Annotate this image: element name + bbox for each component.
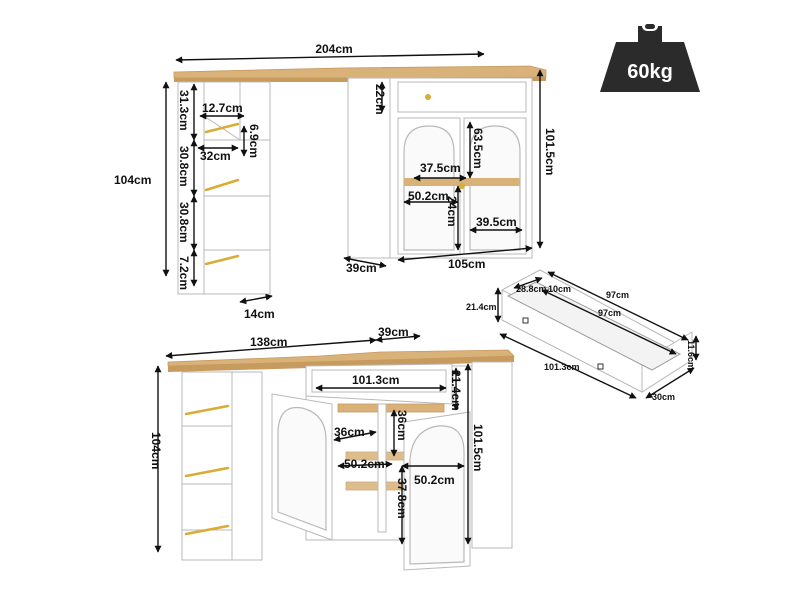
label-rack-width: 12.7cm bbox=[202, 101, 243, 115]
label-open-drawer-height: 21.4cm bbox=[449, 370, 463, 411]
label-open-inner-width-left: 50.2cm bbox=[344, 457, 385, 471]
label-drawer-inner-a: 28.8cm bbox=[516, 284, 547, 294]
label-rack-height: 6.9cm bbox=[247, 124, 261, 158]
label-cabinet-height: 101.5cm bbox=[543, 128, 557, 175]
label-total-width: 204cm bbox=[315, 42, 352, 56]
label-cabinet-depth: 39cm bbox=[346, 261, 377, 275]
label-cabinet-width: 105cm bbox=[448, 257, 485, 271]
label-drawer-side: 11.6cm bbox=[686, 340, 696, 370]
label-open-depth: 39cm bbox=[378, 325, 409, 339]
top-dimension-lines bbox=[162, 50, 544, 305]
label-open-height-left: 104cm bbox=[149, 432, 163, 469]
label-shelf-3: 30.8cm bbox=[177, 202, 191, 243]
label-drawer-height: 21.4cm bbox=[466, 302, 497, 312]
label-open-inner-width-right: 50.2cm bbox=[414, 473, 455, 487]
drawer-dimension-lines bbox=[494, 271, 700, 399]
label-inner-width-c: 39.5cm bbox=[476, 215, 517, 229]
dimension-labels: 204cm 104cm 22cm 101.5cm 31.3cm 30.8cm 3… bbox=[114, 42, 696, 519]
label-open-shelf-depth: 36cm bbox=[334, 425, 365, 439]
label-inner-width-a: 37.5cm bbox=[420, 161, 461, 175]
label-open-drawer-width: 101.3cm bbox=[352, 373, 399, 387]
label-drawer-height: 22cm bbox=[373, 84, 387, 115]
label-arch-height: 63.5cm bbox=[471, 128, 485, 169]
label-drawer-depth: 30cm bbox=[652, 392, 675, 402]
label-drawer-front-length: 101.3cm bbox=[544, 362, 580, 372]
label-side-depth: 14cm bbox=[244, 307, 275, 321]
label-open-lower-height: 37.8cm bbox=[395, 478, 409, 519]
bottom-view-desk bbox=[167, 349, 515, 571]
label-drawer-inner-b: 10cm bbox=[548, 284, 571, 294]
label-shelf-1: 31.3cm bbox=[177, 90, 191, 131]
label-drawer-outer-length: 97cm bbox=[606, 290, 629, 300]
label-shelf-4: 7.2cm bbox=[177, 256, 191, 290]
label-open-total-width: 138cm bbox=[250, 335, 287, 349]
label-drawer-inner-length: 97cm bbox=[598, 308, 621, 318]
weight-icon: 60kg bbox=[600, 21, 700, 92]
label-inner-height: 24cm bbox=[445, 196, 459, 227]
label-shelf-2: 30.8cm bbox=[177, 146, 191, 187]
bottom-dimension-lines bbox=[154, 333, 472, 553]
label-height-left: 104cm bbox=[114, 173, 151, 187]
weight-label: 60kg bbox=[627, 61, 673, 83]
label-open-shelf-height: 36cm bbox=[395, 410, 409, 441]
label-inner-width-b: 50.2cm bbox=[408, 189, 449, 203]
label-open-cabinet-height: 101.5cm bbox=[471, 424, 485, 471]
label-rack-depth: 32cm bbox=[200, 149, 231, 163]
